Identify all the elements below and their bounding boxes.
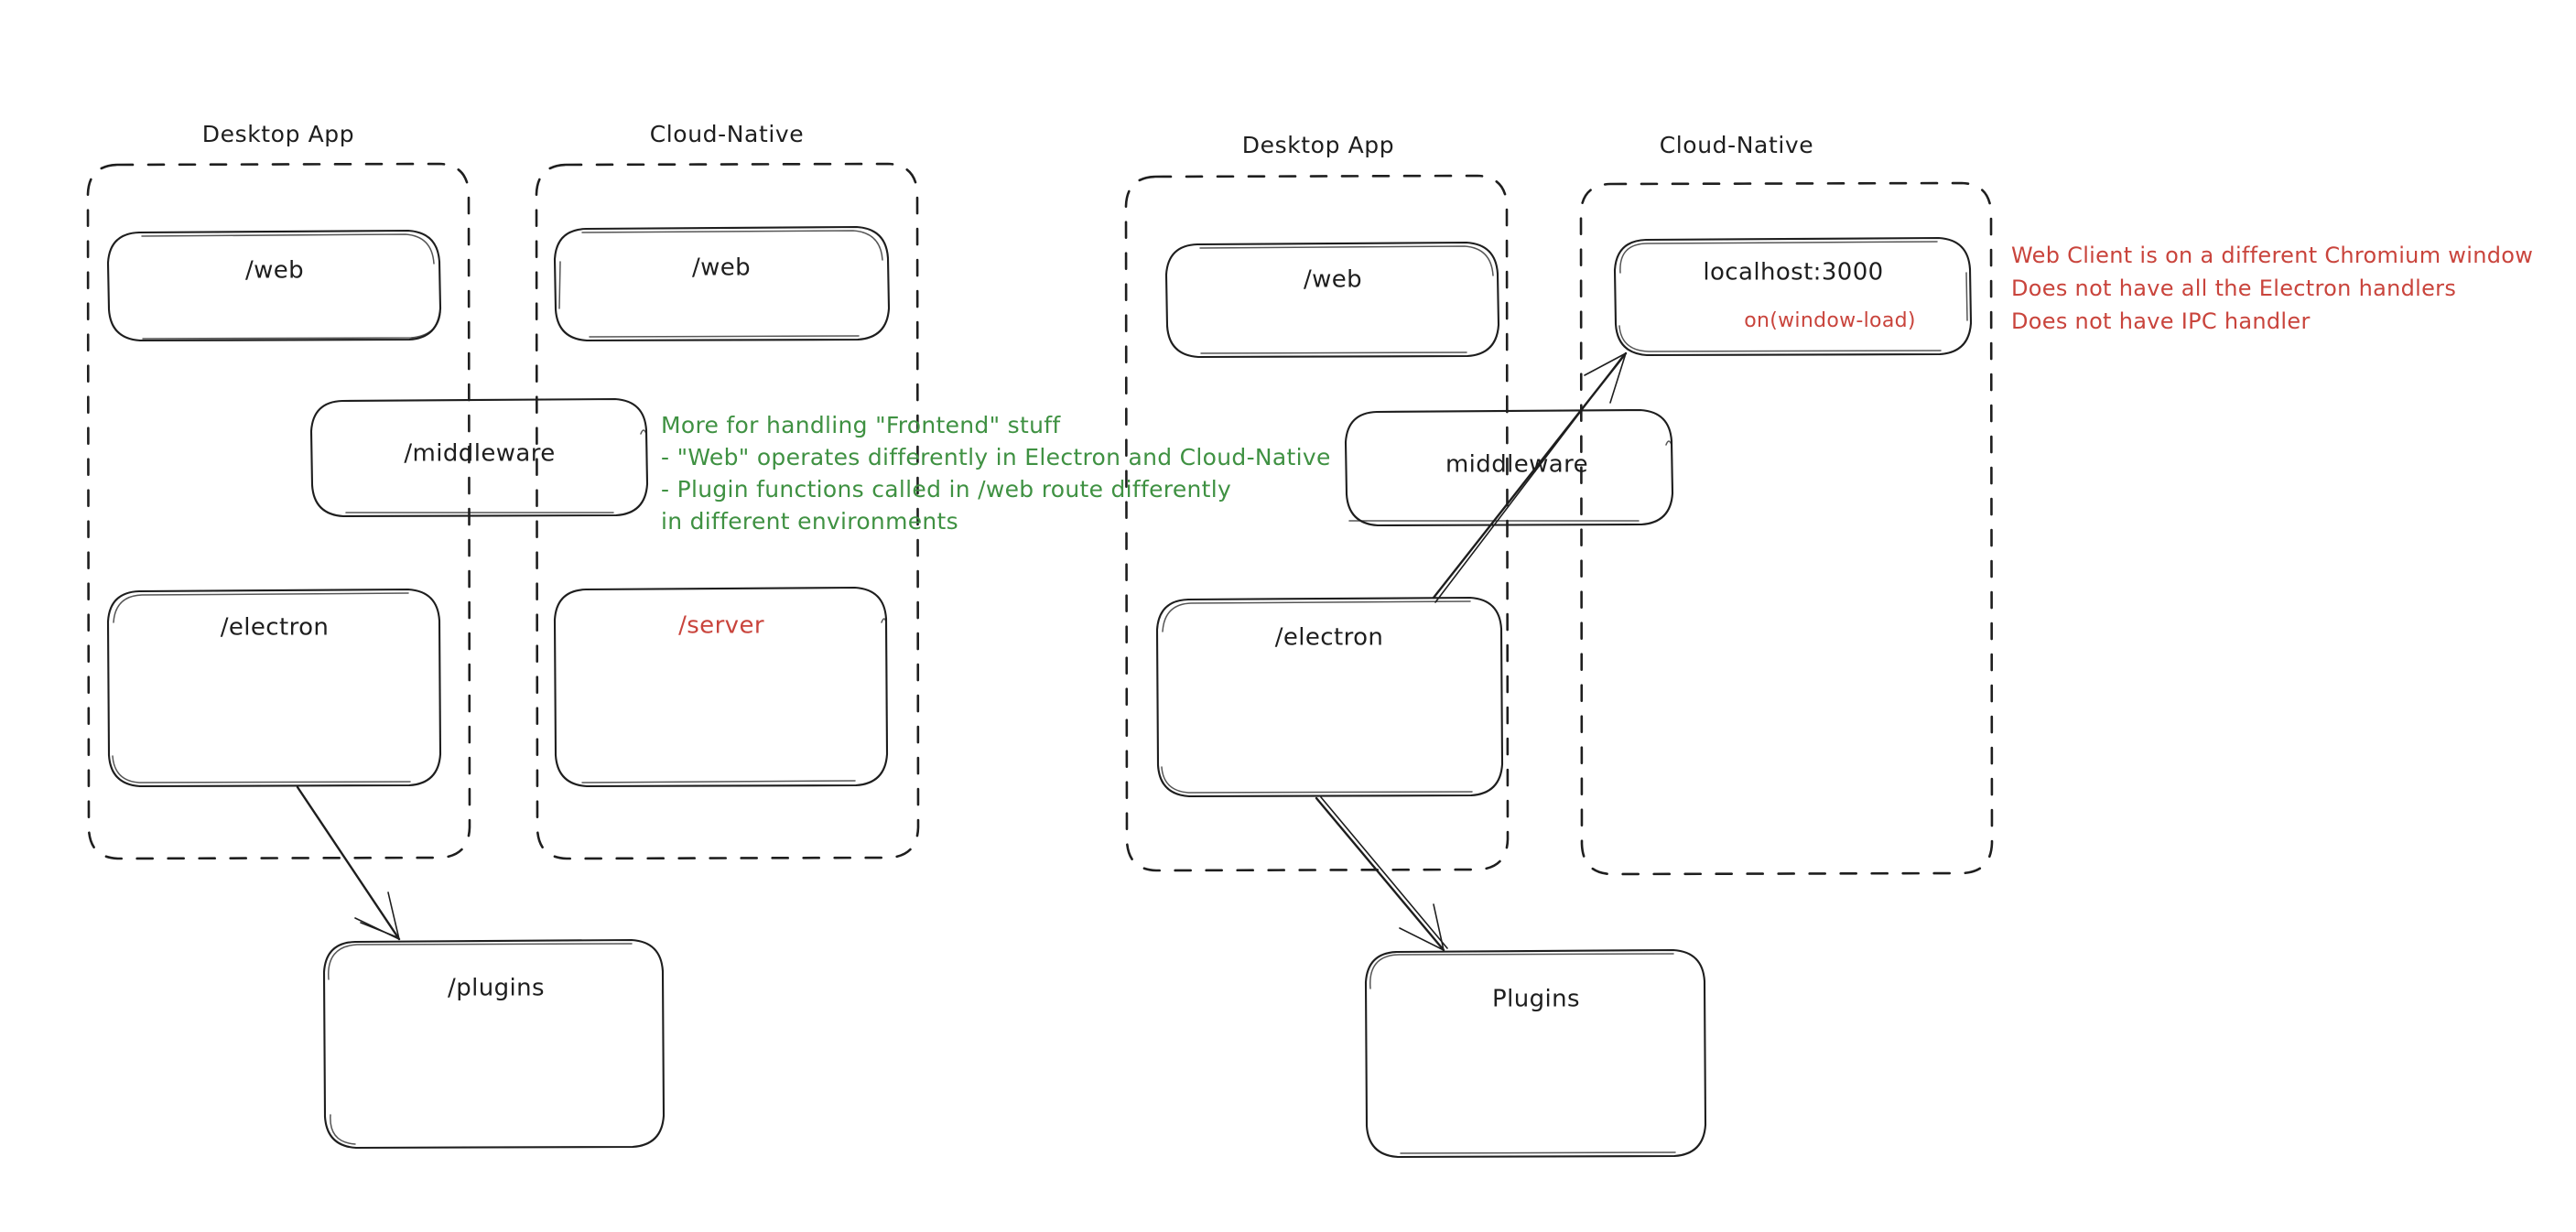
group-right-desktop-app[interactable]: Desktop App <box>1124 132 1510 872</box>
red-note-line-1: Web Client is on a different Chromium wi… <box>2011 243 2533 268</box>
node-left-cloud-server[interactable]: /server <box>553 586 889 788</box>
dashed-container-border <box>535 162 920 860</box>
node-border <box>322 938 666 1150</box>
arrow-head <box>1399 903 1445 951</box>
node-left-cloud-web[interactable]: /web <box>553 225 891 342</box>
dashed-container-border <box>86 162 471 860</box>
node-right-desktop-web[interactable]: /web <box>1164 241 1500 359</box>
node-label: Plugins <box>1492 986 1580 1013</box>
red-note-line-2: Does not have all the Electron handlers <box>2011 276 2456 301</box>
node-border-sketch2 <box>1618 241 1968 352</box>
left-diagram: Desktop App Cloud-Native /web /web <box>86 121 920 1150</box>
right-diagram: Desktop App Cloud-Native /web localhost:… <box>1124 132 1994 1159</box>
node-border <box>1364 948 1707 1159</box>
node-border <box>106 229 442 342</box>
node-border <box>1344 408 1674 527</box>
node-left-plugins[interactable]: /plugins <box>322 938 666 1150</box>
arrow-left-electron-to-plugins <box>296 785 401 941</box>
node-left-middleware[interactable]: /middleware <box>309 397 649 518</box>
node-border <box>1164 241 1500 359</box>
node-right-plugins[interactable]: Plugins <box>1364 948 1707 1159</box>
arrow-shaft <box>296 785 401 941</box>
node-border <box>553 225 891 342</box>
green-note-line-4: in different environments <box>661 508 958 535</box>
node-border-sketch2 <box>1199 245 1494 354</box>
node-border-sketch2 <box>112 592 411 784</box>
node-label: /web <box>692 254 751 282</box>
green-note-line-2: - "Web" operates differently in Electron… <box>661 444 1331 470</box>
annotation-green-note: More for handling "Frontend" stuff - "We… <box>661 412 1331 535</box>
group-title: Desktop App <box>1242 132 1395 158</box>
node-label: localhost:3000 <box>1703 259 1883 286</box>
arrow-right-electron-to-plugins <box>1315 796 1448 952</box>
node-label: /electron <box>221 614 330 642</box>
node-label: /middleware <box>404 440 555 468</box>
red-note-line-3: Does not have IPC handler <box>2011 308 2311 334</box>
arrow-shaft <box>1315 796 1445 952</box>
arrow-right-electron-to-localhost <box>1432 351 1628 603</box>
arrow-head-2 <box>360 922 398 938</box>
group-title: Cloud-Native <box>1660 132 1814 158</box>
group-title: Cloud-Native <box>650 121 805 147</box>
dashed-container-border <box>1579 181 1994 876</box>
node-right-middleware[interactable]: middleware <box>1344 408 1674 527</box>
node-label: /plugins <box>448 975 545 1002</box>
node-border-sketch2 <box>581 618 888 784</box>
node-border-sketch2 <box>1161 600 1473 794</box>
node-sublabel: on(window-load) <box>1744 309 1916 332</box>
dashed-container-border <box>1124 174 1510 872</box>
node-label: /server <box>678 612 764 640</box>
annotation-red-note: Web Client is on a different Chromium wi… <box>2011 243 2533 334</box>
group-left-desktop-app[interactable]: Desktop App <box>86 121 471 860</box>
node-label: /web <box>245 257 304 285</box>
green-note-line-1: More for handling "Frontend" stuff <box>661 412 1061 438</box>
node-border <box>106 588 442 788</box>
node-border <box>553 586 889 788</box>
node-border <box>1613 236 1973 357</box>
node-border-sketch2 <box>141 233 441 340</box>
node-right-localhost[interactable]: localhost:3000 on(window-load) <box>1613 236 1973 357</box>
green-note-line-3: - Plugin functions called in /web route … <box>661 476 1231 503</box>
node-right-desktop-electron[interactable]: /electron <box>1155 596 1504 798</box>
node-label: /web <box>1304 266 1362 294</box>
node-left-desktop-electron[interactable]: /electron <box>106 588 442 788</box>
node-border-sketch2 <box>558 230 883 338</box>
node-border-sketch2 <box>328 943 633 1145</box>
arrow-shaft-sketch2 <box>1434 356 1623 603</box>
node-label: /electron <box>1275 624 1384 652</box>
node-border-sketch2 <box>345 429 648 513</box>
arrow-shaft-sketch2 <box>1320 796 1448 949</box>
node-label: middleware <box>1445 451 1588 479</box>
group-left-cloud-native[interactable]: Cloud-Native <box>535 121 920 860</box>
node-left-desktop-web[interactable]: /web <box>106 229 442 342</box>
group-title: Desktop App <box>202 121 355 147</box>
group-right-cloud-native[interactable]: Cloud-Native <box>1579 132 1994 876</box>
arrow-head <box>354 892 400 940</box>
node-border <box>1155 596 1504 798</box>
arrow-head <box>1584 352 1627 404</box>
node-border <box>309 397 649 518</box>
node-border-sketch2 <box>1369 953 1676 1154</box>
